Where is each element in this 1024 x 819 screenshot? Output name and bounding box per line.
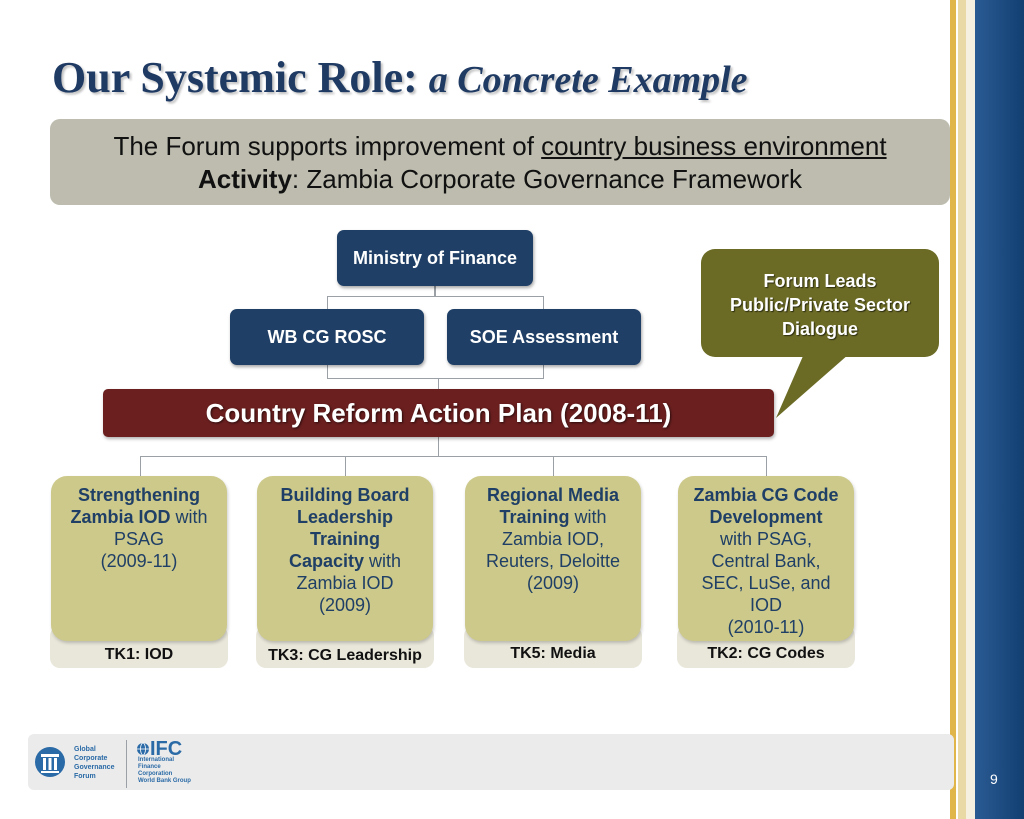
col3-rest-3: (2009) [526, 573, 580, 593]
ifc-text-1: International [138, 757, 175, 763]
connector-soe-up [543, 296, 544, 309]
col4-bold-2: Development [709, 507, 823, 527]
col1-bold-1: Strengthening [78, 485, 200, 505]
col3-normal-1: with [569, 507, 607, 527]
connector-rosc-up [327, 296, 328, 309]
decor-stripe-white [966, 0, 975, 819]
ifc-text-4: World Bank Group [138, 778, 191, 784]
connector-col-4 [766, 456, 767, 476]
gcgf-logo-icon [35, 747, 65, 777]
forum-banner: The Forum supports improvement of countr… [50, 119, 950, 205]
gcgf-text-2: Corporate [74, 755, 108, 762]
footer-bar [28, 734, 954, 790]
ministry-of-finance-box: Ministry of Finance [337, 230, 533, 286]
col4-rest-1: with PSAG, [719, 529, 813, 549]
soe-assessment-box: SOE Assessment [447, 309, 641, 365]
tk3-label: TK3: CG Leadership [268, 647, 422, 664]
col2-rest-1: Zambia IOD [296, 573, 394, 593]
connector-bottom-horizontal [140, 456, 767, 457]
gcgf-text-1: Global [74, 746, 96, 753]
col1-rest-1: PSAG [113, 529, 165, 549]
col2-bold-2: Leadership [296, 507, 394, 527]
banner-activity-label: Activity [197, 164, 292, 194]
ifc-text-2: Finance [138, 764, 161, 770]
col4-rest-5: (2010-11) [727, 617, 805, 637]
connector-col-2 [345, 456, 346, 476]
title-main: Our Systemic Role: [52, 53, 418, 102]
callout-line-1: Forum Leads [763, 271, 877, 291]
wb-cg-rosc-box: WB CG ROSC [230, 309, 424, 365]
banner-activity-text: : Zambia Corporate Governance Framework [291, 164, 802, 194]
col3-rest-1: Zambia IOD, [501, 529, 605, 549]
decor-band-blue [975, 0, 1024, 819]
callout-line-2: Public/Private Sector [729, 295, 911, 315]
col2-bold-1: Building Board [280, 485, 410, 505]
col2-normal-1: with [364, 551, 402, 571]
connector-col-3 [553, 456, 554, 476]
col1-bold-2: Zambia IOD [70, 507, 171, 527]
banner-line-1: The Forum supports improvement of countr… [50, 131, 950, 162]
connector-soe-down [543, 365, 544, 378]
connector-to-plan [438, 378, 439, 389]
banner-line-1-underlined: country business environment [541, 131, 887, 161]
column-cg-code: Zambia CG Code Development with PSAG, Ce… [678, 476, 854, 641]
col4-rest-4: IOD [749, 595, 782, 615]
col3-rest-2: Reuters, Deloitte [485, 551, 621, 571]
col2-bold-3: Training [309, 529, 380, 549]
logo-divider [126, 740, 127, 788]
col2-rest-2: (2009) [318, 595, 372, 615]
banner-line-1-prefix: The Forum supports improvement of [113, 131, 542, 161]
column-strengthening-iod: Strengthening Zambia IOD with PSAG (2009… [51, 476, 227, 641]
tk1-label: TK1: IOD [104, 646, 174, 663]
col1-normal-1: with [170, 507, 208, 527]
connector-mid-horizontal [327, 378, 544, 379]
col4-rest-3: SEC, LuSe, and [701, 573, 831, 593]
column-regional-media: Regional Media Training with Zambia IOD,… [465, 476, 641, 641]
col1-rest-2: (2009-11) [100, 551, 178, 571]
page-number: 9 [990, 771, 998, 787]
connector-col-1 [140, 456, 141, 476]
ifc-logo-title: IFC [150, 738, 183, 760]
col2-bold-4: Capacity [288, 551, 365, 571]
banner-line-2: Activity: Zambia Corporate Governance Fr… [50, 164, 950, 195]
column-building-board: Building Board Leadership Training Capac… [257, 476, 433, 641]
decor-stripe-light [958, 0, 966, 819]
connector-plan-down [438, 437, 439, 456]
col4-rest-2: Central Bank, [711, 551, 821, 571]
callout-pointer [776, 340, 865, 418]
connector-ministry-down [434, 286, 436, 296]
col3-bold-1: Regional Media [486, 485, 620, 505]
col4-bold-1: Zambia CG Code [693, 485, 839, 505]
ifc-globe-icon [137, 742, 149, 756]
title-sub: a Concrete Example [428, 59, 748, 101]
ifc-text-3: Corporation [138, 771, 173, 777]
decor-stripe-gold [950, 0, 956, 819]
gcgf-text-4: Forum [74, 773, 96, 780]
gcgf-text-3: Governance [74, 764, 115, 771]
callout-line-3: Dialogue [781, 319, 858, 339]
col3-bold-2: Training [499, 507, 570, 527]
ifc-logo-text: International Finance Corporation World … [138, 757, 191, 785]
tk5-label: TK5: Media [510, 645, 596, 662]
forum-leads-callout: Forum Leads Public/Private Sector Dialog… [701, 249, 939, 357]
connector-rosc-down [327, 365, 328, 378]
page-title: Our Systemic Role: a Concrete Example [52, 52, 748, 103]
gcgf-logo-text: Global Corporate Governance Forum [74, 745, 114, 781]
connector-top-horizontal [327, 296, 544, 297]
tk2-label: TK2: CG Codes [707, 645, 825, 662]
country-reform-action-plan-bar: Country Reform Action Plan (2008-11) [103, 389, 774, 437]
